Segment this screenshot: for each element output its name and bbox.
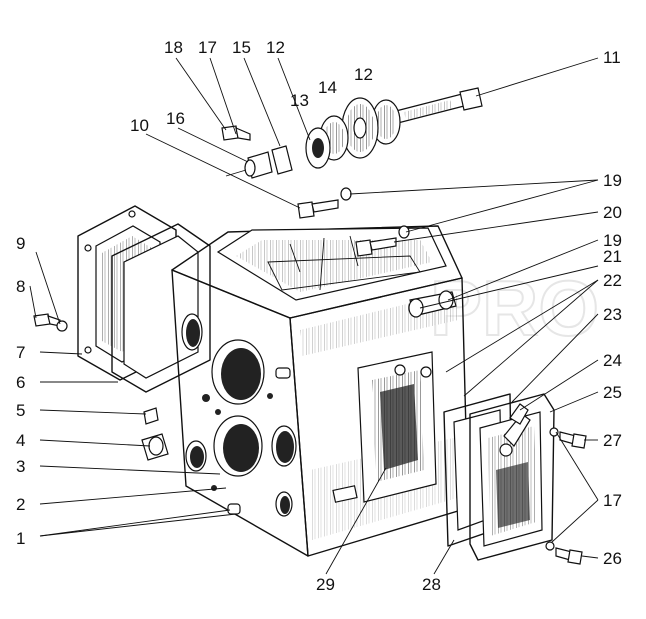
label-16: 16 (166, 109, 185, 128)
watermark: PRO (430, 264, 599, 352)
label-12-left: 12 (266, 38, 285, 57)
label-2: 2 (16, 495, 25, 514)
label-1: 1 (16, 529, 25, 548)
label-28: 28 (422, 575, 441, 594)
label-26: 26 (603, 549, 622, 568)
label-10: 10 (130, 116, 149, 135)
side-cover (469, 393, 555, 561)
label-15: 15 (232, 38, 251, 57)
label-22: 22 (603, 271, 622, 290)
label-4: 4 (16, 431, 25, 450)
label-18: 18 (164, 38, 183, 57)
label-11: 11 (603, 48, 621, 67)
label-3: 3 (16, 457, 25, 476)
label-23: 23 (603, 305, 622, 324)
part-labels: 1 2 3 4 5 6 7 8 9 10 16 18 17 15 12 13 1… (16, 38, 622, 594)
leader-lines (29, 57, 599, 575)
valve-parts (221, 125, 293, 179)
bolts-and-washers (33, 187, 587, 565)
label-12-right: 12 (354, 65, 373, 84)
gearbox-housing (171, 225, 469, 557)
label-27: 27 (603, 431, 622, 450)
label-19-top: 19 (603, 171, 622, 190)
label-13: 13 (290, 91, 309, 110)
label-17-bottom: 17 (603, 491, 622, 510)
label-19-bottom: 19 (603, 231, 622, 250)
label-9: 9 (16, 234, 25, 253)
label-17-top: 17 (198, 38, 217, 57)
label-24: 24 (603, 351, 622, 370)
label-29: 29 (316, 575, 335, 594)
label-21: 21 (603, 247, 622, 266)
label-7: 7 (16, 343, 25, 362)
label-8: 8 (16, 277, 25, 296)
label-14: 14 (318, 78, 337, 97)
shaft-assembly (305, 87, 483, 169)
label-5: 5 (16, 401, 25, 420)
label-25: 25 (603, 383, 622, 402)
label-6: 6 (16, 373, 25, 392)
gasket-left (111, 223, 211, 393)
label-20: 20 (603, 203, 622, 222)
